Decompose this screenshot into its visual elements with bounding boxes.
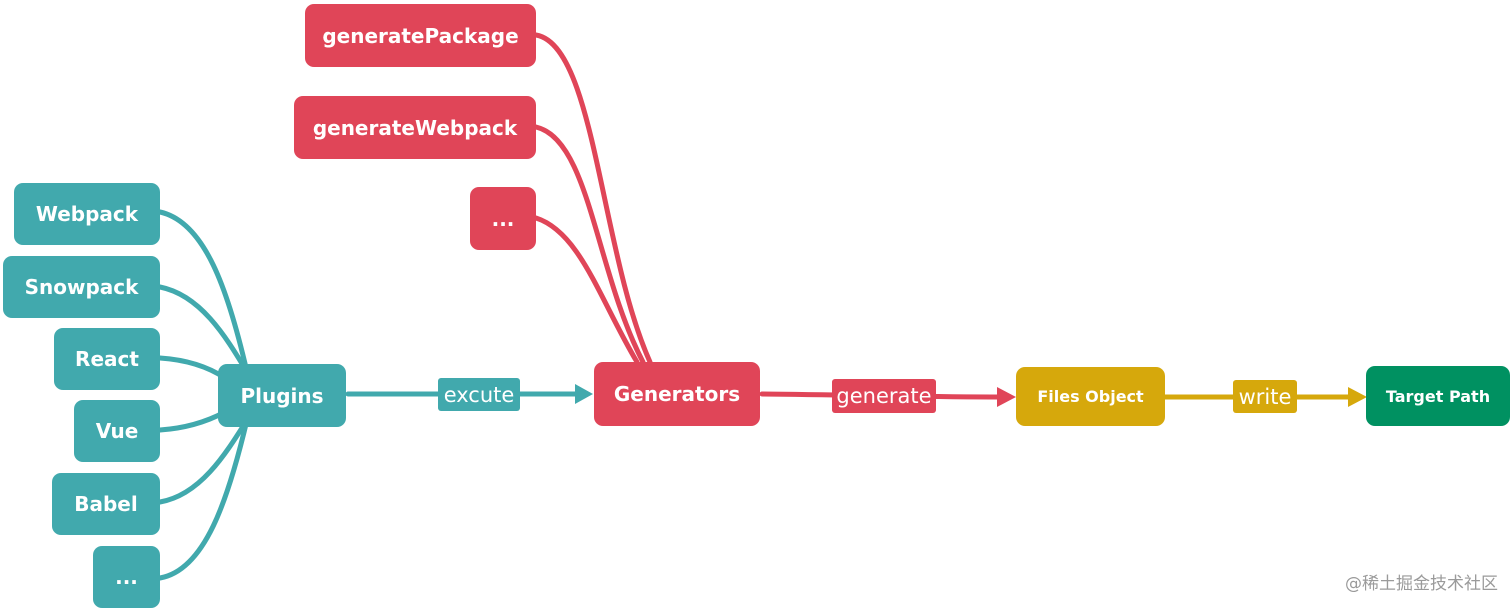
plugin-more: ... (93, 546, 160, 608)
connector-vue-to-plugins (157, 409, 228, 433)
connector-webpack-to-generators (533, 124, 646, 365)
connector-babel-to-plugins (157, 417, 250, 505)
connector-webpack-to-plugins (157, 209, 250, 375)
arrowhead-generate (997, 387, 1016, 407)
target-path-node: Target Path (1366, 366, 1510, 426)
generators-hub: Generators (594, 362, 760, 426)
plugin-vue: Vue (74, 400, 160, 462)
watermark: @稀土掘金技术社区 (1345, 574, 1498, 594)
plugin-babel: Babel (52, 473, 160, 535)
label-generate: generate (832, 379, 936, 413)
connector-more-to-generators (533, 215, 640, 365)
label-excute: excute (438, 378, 520, 411)
arrowhead-excute (575, 384, 593, 404)
plugins-hub: Plugins (218, 364, 346, 427)
connector-snowpack-to-plugins (157, 284, 250, 375)
plugin-react: React (54, 328, 160, 390)
arrowhead-write (1348, 387, 1367, 407)
connector-package-to-generators (533, 32, 653, 365)
generator-webpack: generateWebpack (294, 96, 536, 159)
files-object-node: Files Object (1016, 367, 1165, 426)
label-write: write (1233, 380, 1297, 413)
generator-package: generatePackage (305, 4, 536, 67)
generator-more: ... (470, 187, 536, 250)
plugin-webpack: Webpack (14, 183, 160, 245)
connector-react-to-plugins (157, 355, 228, 381)
plugin-snowpack: Snowpack (3, 256, 160, 318)
connector-more-to-plugins (157, 417, 250, 581)
